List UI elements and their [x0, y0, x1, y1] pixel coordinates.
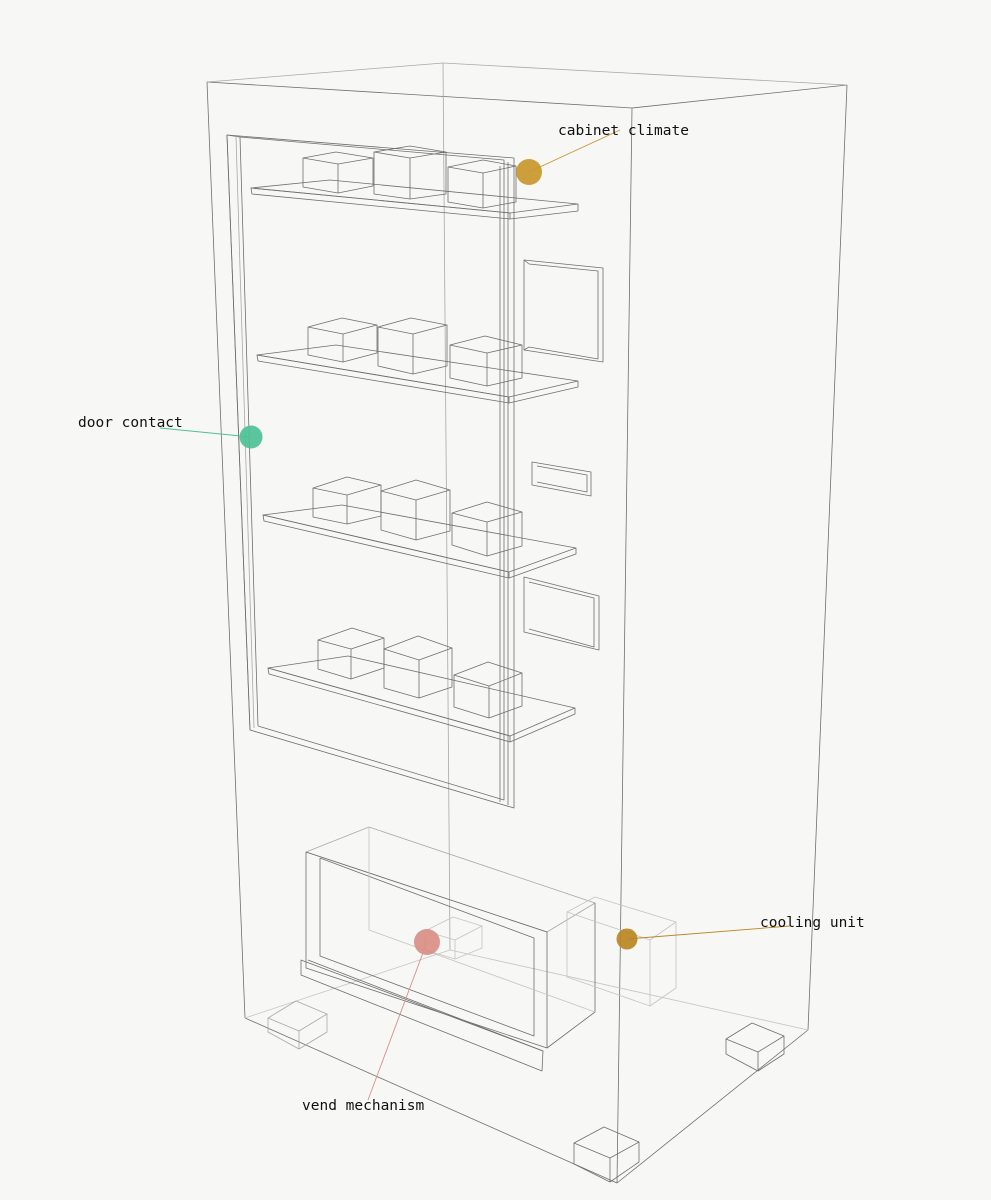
product-box [377, 317, 448, 375]
product-boxes [302, 145, 523, 719]
product-box [449, 335, 523, 387]
cabinet-outline [206, 62, 848, 1184]
dispense-tray [300, 959, 544, 1072]
foot-front-left [267, 1000, 328, 1050]
product-box [451, 501, 523, 557]
vend-mechanism-leader-line [367, 941, 428, 1101]
cabinet-feet [267, 1000, 785, 1183]
label-cabinet-climate: cabinet climate [558, 123, 689, 139]
callout-layer [159, 129, 791, 1101]
label-door-contact: door contact [78, 415, 183, 431]
product-box [307, 317, 378, 363]
display-screen [523, 259, 604, 363]
foot-front-center [573, 1126, 640, 1183]
vend-mechanism-box [305, 826, 596, 1049]
cooling-unit-marker[interactable] [616, 928, 638, 950]
foot-right [725, 1022, 785, 1072]
product-box [373, 145, 447, 200]
product-box [453, 661, 523, 719]
shelf-1 [250, 179, 579, 220]
shelf-2 [256, 344, 579, 404]
label-vend-mechanism: vend mechanism [302, 1098, 425, 1114]
product-box [447, 159, 517, 209]
product-box [317, 627, 385, 680]
product-box [383, 635, 453, 699]
cabinet-climate-leader-line [528, 129, 621, 173]
product-box [312, 476, 382, 525]
vend-mechanism-marker[interactable] [414, 929, 440, 955]
door-contact-leader-line [159, 427, 252, 438]
shelf-3 [262, 504, 577, 579]
keypad-panel [523, 576, 600, 651]
shelf-4 [267, 655, 576, 743]
cooling-unit-box [566, 896, 677, 1007]
cooling-unit-leader-line [626, 925, 791, 940]
coin-slot [531, 461, 592, 497]
label-cooling-unit: cooling unit [760, 915, 865, 931]
door-contact-marker[interactable] [239, 425, 263, 449]
door-frame [226, 134, 515, 809]
cabinet-climate-marker[interactable] [516, 159, 542, 185]
product-box [380, 479, 451, 541]
product-box [302, 151, 374, 194]
